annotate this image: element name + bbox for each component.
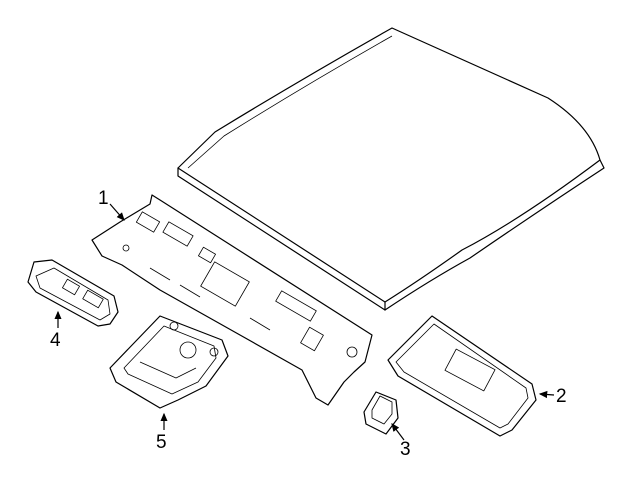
callout-label-2: 2 (556, 386, 567, 407)
headliner (91, 194, 373, 406)
callout-5: 5 (156, 412, 168, 453)
callout-label-1: 1 (98, 188, 109, 209)
callout-3: 3 (391, 423, 411, 460)
leader-line-1 (109, 203, 125, 221)
visor-clip (363, 391, 399, 435)
callout-label-5: 5 (156, 432, 167, 453)
leader-line-3 (391, 423, 405, 441)
callout-4: 4 (50, 310, 62, 351)
callout-label-3: 3 (400, 439, 411, 460)
callout-1: 1 (98, 188, 125, 221)
callout-2: 2 (538, 386, 567, 407)
callout-label-4: 4 (50, 330, 61, 351)
dome-lamp (27, 259, 119, 327)
roof-panel (177, 27, 605, 311)
overhead-console (109, 315, 229, 409)
sunvisor (387, 315, 537, 437)
leader-line-2 (538, 390, 555, 399)
